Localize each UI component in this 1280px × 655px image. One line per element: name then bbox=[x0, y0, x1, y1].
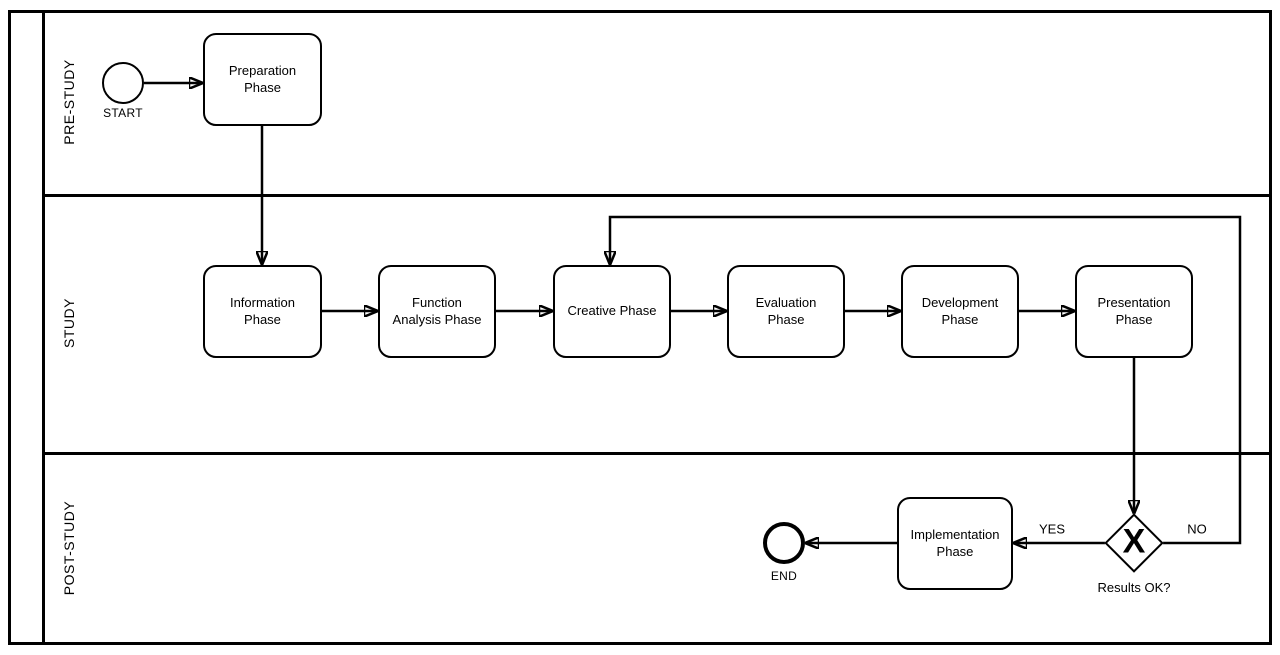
pool-label-column-divider bbox=[42, 10, 45, 645]
task-presentation-phase: Presentation Phase bbox=[1075, 265, 1193, 358]
task-implementation-phase: Implementation Phase bbox=[897, 497, 1013, 590]
task-creative-phase: Creative Phase bbox=[553, 265, 671, 358]
pool-border bbox=[8, 10, 1272, 645]
task-development-phase: Development Phase bbox=[901, 265, 1019, 358]
task-function-analysis-phase: Function Analysis Phase bbox=[378, 265, 496, 358]
task-evaluation-phase: Evaluation Phase bbox=[727, 265, 845, 358]
lane-label-study: STUDY bbox=[61, 298, 77, 348]
lane-label-pre-study: PRE-STUDY bbox=[61, 59, 77, 145]
lane-divider-pre-study-study bbox=[42, 194, 1269, 197]
lane-divider-study-post-study bbox=[42, 452, 1269, 455]
task-information-phase: Information Phase bbox=[203, 265, 322, 358]
exclusive-gateway-x-icon: X bbox=[1122, 522, 1146, 561]
edge-label-no: NO bbox=[1187, 521, 1207, 537]
start-event-circle bbox=[102, 62, 144, 104]
end-event-circle bbox=[763, 522, 805, 564]
task-preparation-phase: Preparation Phase bbox=[203, 33, 322, 126]
end-event-label: END bbox=[770, 569, 798, 583]
lane-label-post-study: POST-STUDY bbox=[61, 500, 77, 596]
edge-label-yes: YES bbox=[1038, 521, 1066, 537]
gateway-question-label: Results OK? bbox=[1097, 580, 1171, 595]
start-event-label: START bbox=[103, 106, 143, 120]
